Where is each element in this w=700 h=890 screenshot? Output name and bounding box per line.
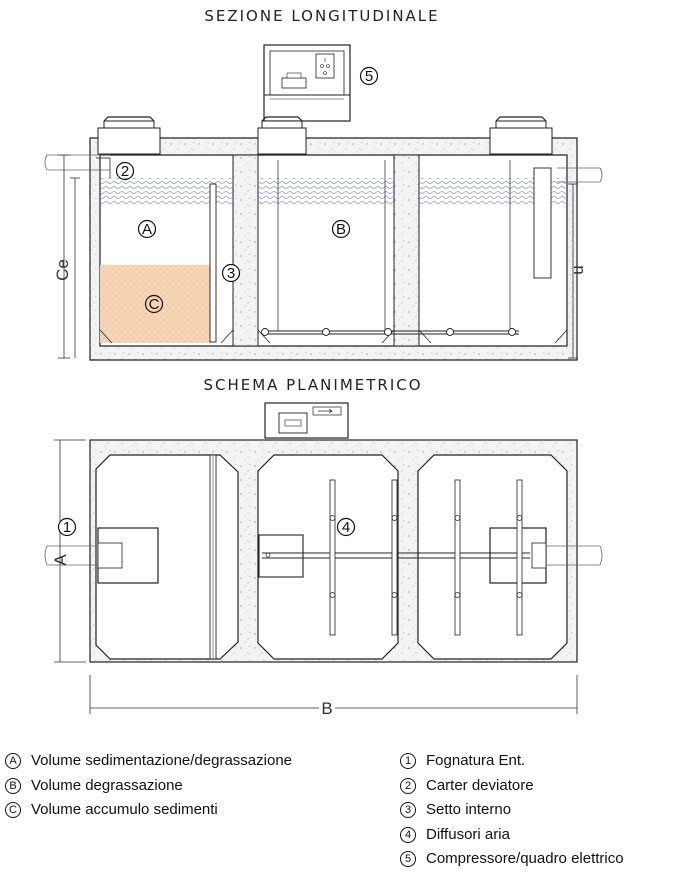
legend-symbol-b: B	[5, 777, 21, 794]
outlet-pipe	[557, 167, 603, 183]
air-junction-plan	[258, 534, 304, 578]
marker-1: 1	[57, 517, 77, 537]
legend-text-1: Fognatura Ent.	[426, 752, 526, 769]
partition-wall-1	[232, 154, 259, 347]
legend-symbol-5: 5	[400, 851, 416, 868]
legend-item-5: 5 Compressore/quadro elettrico	[400, 847, 624, 872]
dimension-ce: Ce	[53, 154, 80, 359]
tank-diagram: SEZIONE LONGITUDINALE SCHEMA PLANIMETRIC…	[44, 7, 603, 718]
svg-text:1: 1	[63, 519, 71, 536]
legend-text-5: Compressore/quadro elettrico	[426, 850, 624, 867]
air-diffusers	[329, 479, 523, 636]
dimension-b-label: B	[321, 699, 332, 718]
sediment-zone	[100, 265, 212, 343]
outlet-pipe-plan	[546, 545, 603, 566]
legend-text-2: Carter deviatore	[426, 776, 534, 794]
legend-item-b: B Volume degrassazione	[5, 774, 292, 799]
air-pipe	[261, 160, 519, 336]
marker-b: B	[331, 219, 351, 239]
manhole-covers	[97, 116, 553, 155]
compressor-icon	[281, 77, 307, 89]
section-view: Ce u A B C 2 3	[44, 44, 603, 361]
outlet-carter	[533, 167, 552, 279]
legend-item-a: A Volume sedimentazione/degrassazione	[5, 749, 292, 774]
legend-item-3: 3 Setto interno	[400, 798, 624, 823]
compartment-2-plan	[257, 454, 399, 660]
legend-symbol-c: C	[5, 802, 21, 819]
dimension-ce-label: Ce	[53, 259, 72, 281]
dimension-a: A	[51, 439, 86, 663]
marker-a: A	[137, 219, 157, 239]
svg-text:4: 4	[342, 519, 350, 536]
partition-wall-2	[393, 154, 420, 347]
legend-volumes: A Volume sedimentazione/degrassazione B …	[5, 749, 292, 823]
compressor-plan	[264, 402, 349, 439]
electrical-panel-icon	[315, 53, 335, 79]
marker-c: C	[144, 294, 164, 314]
legend-item-4: 4 Diffusori aria	[400, 823, 624, 848]
svg-text:2: 2	[121, 163, 129, 180]
legend-components: 1 Fognatura Ent. 2 Carter deviatore 3 Se…	[400, 749, 624, 872]
internal-baffle	[209, 183, 217, 343]
legend-text-c: Volume accumulo sedimenti	[31, 801, 218, 818]
legend-symbol-1: 1	[400, 753, 416, 770]
dimension-a-label: A	[51, 554, 70, 566]
dimension-b: B	[89, 675, 578, 718]
dimension-u: u	[568, 183, 587, 359]
water-level-2	[258, 178, 394, 206]
marker-5: 5	[359, 66, 379, 86]
legend-item-c: C Volume accumulo sedimenti	[5, 798, 292, 823]
legend-text-3: Setto interno	[426, 801, 512, 818]
compartment-1-plan	[95, 454, 239, 660]
legend-text-a: Volume sedimentazione/degrassazione	[31, 752, 292, 769]
legend-text-b: Volume degrassazione	[31, 776, 183, 794]
marker-2: 2	[115, 161, 135, 181]
legend-symbol-3: 3	[400, 802, 416, 819]
plan-view: A B 1 4	[44, 402, 603, 718]
legend-symbol-2: 2	[400, 777, 416, 794]
marker-3: 3	[221, 263, 241, 283]
svg-text:B: B	[336, 221, 346, 238]
svg-text:3: 3	[227, 265, 235, 282]
compressor-housing	[263, 44, 351, 122]
dimension-u-label: u	[568, 265, 587, 274]
legend-item-1: 1 Fognatura Ent.	[400, 749, 624, 774]
plan-title: SCHEMA PLANIMETRICO	[203, 376, 422, 394]
legend-symbol-a: A	[5, 753, 21, 770]
svg-text:C: C	[149, 296, 160, 313]
inlet-pipe-plan	[44, 545, 98, 566]
section-title: SEZIONE LONGITUDINALE	[204, 7, 439, 25]
svg-text:5: 5	[365, 68, 373, 85]
svg-text:A: A	[142, 221, 152, 238]
legend-item-2: 2 Carter deviatore	[400, 774, 624, 799]
marker-4: 4	[336, 517, 356, 537]
inlet-pipe	[44, 154, 111, 178]
legend-symbol-4: 4	[400, 826, 416, 843]
legend-text-4: Diffusori aria	[426, 825, 510, 843]
